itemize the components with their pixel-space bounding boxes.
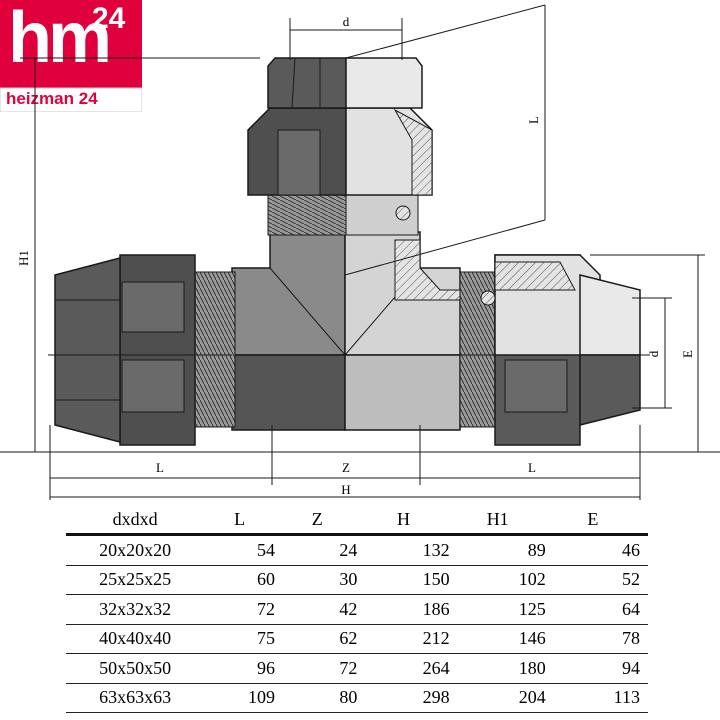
table-cell: 132 [357,533,450,565]
dim-label-right-d: d [646,350,661,357]
dim-label-L-left: L [156,460,164,475]
dim-label-H: H [341,482,350,497]
table-cell: 42 [277,594,358,624]
table-cell: 78 [545,623,648,654]
table-cell: 64 [545,594,648,624]
logo-background [0,0,143,113]
column-header-H1: H1 [486,508,509,529]
column-header-L: L [234,508,246,529]
logo-mark: hm [8,0,112,78]
table-cell: 204 [449,682,546,713]
table-cell: 40x40x40 [66,623,205,654]
logo-subtitle: heizman 24 [6,89,98,108]
table-cell: 102 [449,564,546,595]
top-outlet [247,57,433,236]
dim-label-Z: Z [342,460,350,475]
table-cell: 72 [204,594,278,624]
table-cell: 180 [449,653,546,683]
table-cell: 96 [204,653,278,683]
table-cell: 52 [545,564,648,595]
table-cell: 109 [204,682,278,713]
table-row: 50x50x50 96 72 264 180 94 [66,653,648,683]
table-cell: 113 [545,682,648,713]
right-outlet [459,254,650,446]
table-row: 40x40x40 75 62 212 146 78 [66,623,648,654]
tee-body [231,231,471,431]
brand-logo: hm 24 heizman 24 [0,0,143,113]
table-cell: 50x50x50 [66,653,205,683]
table-cell: 24 [277,533,358,565]
table-cell: 20x20x20 [66,533,205,565]
table-header-row: dxdxd L Z H H1 E [66,505,648,535]
column-header-Z: Z [311,508,323,529]
dim-label-E: E [680,350,695,358]
table-cell: 80 [277,682,358,713]
table-cell: 25x25x25 [66,564,205,595]
left-outlet [48,254,236,446]
table-row: 63x63x63 109 80 298 204 113 [66,682,648,713]
table-cell: 30 [277,564,358,595]
table-cell: 146 [449,623,546,654]
table-cell: 94 [545,653,648,683]
table-cell: 186 [357,594,450,624]
table-cell: 60 [204,564,278,595]
table-row: 25x25x25 60 30 150 102 52 [66,564,648,595]
column-header-size: dxdxd [112,508,158,529]
table-cell: 212 [357,623,450,654]
table-cell: 46 [545,533,648,565]
tee-fitting-drawing: d L H1 d E L Z L H [0,4,720,500]
table-row: 20x20x20 54 24 132 89 46 [66,533,648,565]
logo-superscript: 24 [92,2,126,35]
dim-label-right-L: L [526,116,541,124]
table-row: 32x32x32 72 42 186 125 64 [66,594,648,624]
table-cell: 125 [449,594,546,624]
table-cell: 89 [449,533,546,565]
table-cell: 72 [277,653,358,683]
table-cell: 264 [357,653,450,683]
table-cell: 54 [204,533,278,565]
table-cell: 63x63x63 [66,682,205,713]
dim-label-L-right: L [528,460,536,475]
dimension-lines [0,4,720,500]
table-cell: 32x32x32 [66,594,205,624]
dim-label-top-d: d [343,14,350,29]
dimension-table: dxdxd L Z H H1 E 20x20x20 54 24 132 89 4… [66,505,648,713]
table-cell: 75 [204,623,278,654]
table-cell: 62 [277,623,358,654]
dim-label-H1: H1 [16,250,31,266]
table-cell: 298 [357,682,450,713]
column-header-E: E [587,508,599,529]
column-header-H: H [397,508,410,529]
table-cell: 150 [357,564,450,595]
dimension-labels: d L H1 d E L Z L H [16,14,695,497]
